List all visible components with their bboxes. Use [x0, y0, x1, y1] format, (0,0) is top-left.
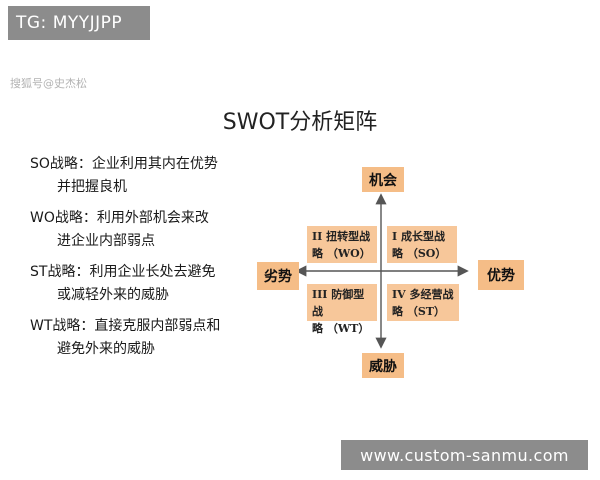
source-watermark: 搜狐号@史杰松: [10, 77, 87, 90]
quadrant-line: III 防御型战: [312, 288, 365, 318]
strategy-line: 避免外来的威胁: [57, 341, 155, 357]
quadrant-line: 略 （WO）: [312, 247, 371, 260]
quadrant-st: IV 多经营战 略 （ST）: [387, 284, 459, 321]
label-threat: 威胁: [362, 353, 404, 378]
strategy-st: ST战略：利用企业长处去避免 或减轻外来的威胁: [30, 261, 260, 307]
strategy-line: ST战略：利用企业长处去避免: [30, 264, 216, 280]
quadrant-line: 略 （WT）: [312, 322, 370, 335]
strategy-line: SO战略：企业利用其内在优势: [30, 156, 218, 172]
quadrant-line: 略 （SO）: [392, 247, 447, 260]
strategy-wt: WT战略：直接克服内部弱点和 避免外来的威胁: [30, 315, 260, 361]
strategy-line: WO战略：利用外部机会来改: [30, 210, 209, 226]
quadrant-wt: III 防御型战 略 （WT）: [307, 284, 377, 335]
strategy-line: 或减轻外来的威胁: [57, 287, 169, 303]
label-weakness: 劣势: [257, 262, 299, 290]
label-strength: 优势: [478, 260, 524, 290]
label-opportunity: 机会: [362, 167, 404, 192]
watermark-tag: TG: MYYJJPP: [8, 6, 150, 40]
strategy-line: 并把握良机: [57, 179, 127, 195]
quadrant-line: IV 多经营战: [392, 288, 454, 301]
strategy-list: SO战略：企业利用其内在优势 并把握良机 WO战略：利用外部机会来改 进企业内部…: [30, 153, 260, 369]
footer-watermark: www.custom-sanmu.com: [341, 440, 588, 470]
page-title: SWOT分析矩阵: [222, 110, 378, 135]
quadrant-line: 略 （ST）: [392, 305, 445, 318]
strategy-wo: WO战略：利用外部机会来改 进企业内部弱点: [30, 207, 260, 253]
quadrant-line: II 扭转型战: [312, 230, 371, 243]
strategy-line: 进企业内部弱点: [57, 233, 155, 249]
strategy-line: WT战略：直接克服内部弱点和: [30, 318, 221, 334]
strategy-so: SO战略：企业利用其内在优势 并把握良机: [30, 153, 260, 199]
quadrant-wo: II 扭转型战 略 （WO）: [307, 226, 377, 263]
quadrant-line: I 成长型战: [392, 230, 445, 243]
quadrant-so: I 成长型战 略 （SO）: [387, 226, 457, 263]
